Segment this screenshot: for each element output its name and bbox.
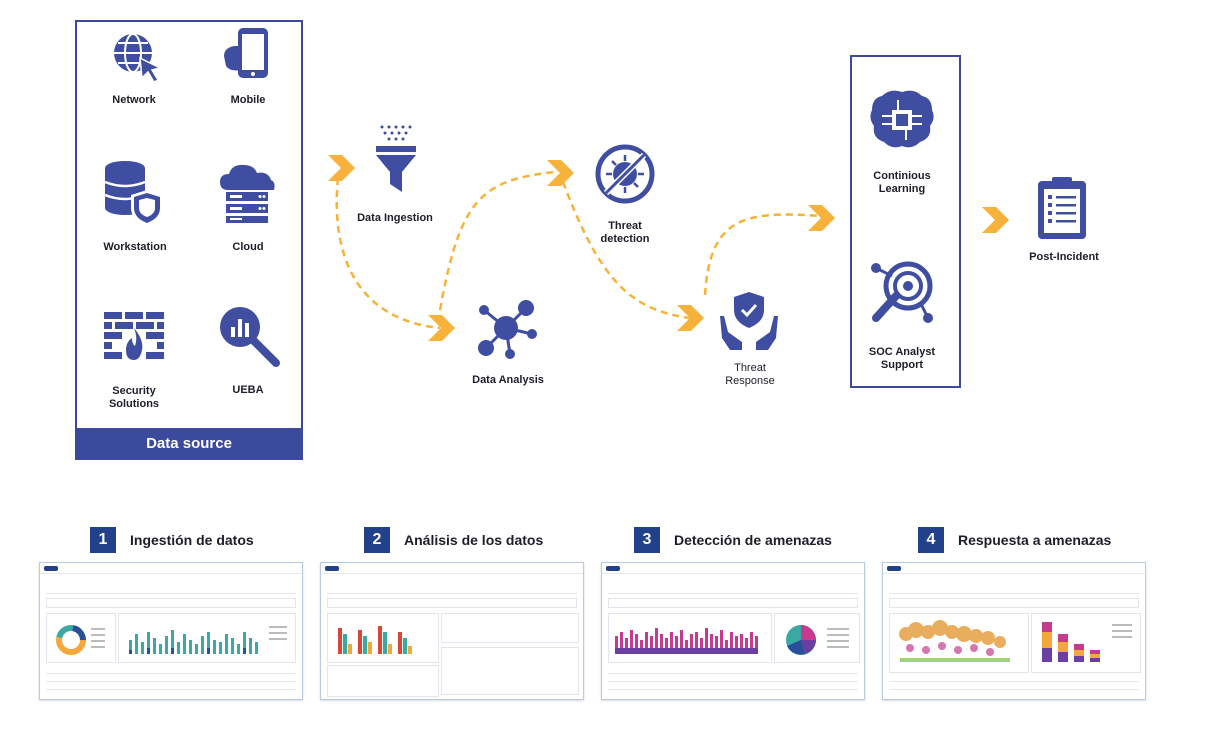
virus-blocked-icon (594, 143, 656, 205)
globe-cursor-icon (108, 28, 164, 84)
arrow-right-icon (328, 155, 355, 181)
connector-analysis-detection (438, 170, 556, 311)
step-2: 2 Análisis de los datos (364, 527, 543, 553)
screenshot-ingestion (39, 562, 303, 700)
pie-panel (774, 613, 860, 663)
screenshot-response (882, 562, 1146, 700)
mobile-phone-icon (220, 26, 276, 82)
bars-panel (118, 613, 296, 663)
funnel-icon (372, 124, 420, 194)
post-incident-label: Post-Incident (1029, 251, 1099, 263)
firewall-icon (102, 310, 166, 362)
step-label: Análisis de los datos (404, 532, 544, 548)
step-1: 1 Ingestión de datos (90, 527, 254, 553)
step-number: 2 (364, 527, 390, 553)
step-number: 3 (634, 527, 660, 553)
data-analysis-label: Data Analysis (472, 374, 544, 386)
step-number: 1 (90, 527, 116, 553)
connector-ingestion-analysis (335, 177, 441, 330)
connector-response-learning (703, 213, 821, 296)
arrow-right-icon (808, 205, 835, 231)
target-magnifier-icon (866, 258, 938, 326)
cloud-label: Cloud (232, 241, 264, 253)
screenshot-detection (601, 562, 865, 700)
screenshot-analysis (320, 562, 584, 700)
soc-box (850, 55, 961, 388)
data-source-footer: Data source (75, 428, 303, 460)
flow-connectors (335, 170, 821, 330)
clipboard-icon (1036, 175, 1088, 241)
step-number: 4 (918, 527, 944, 553)
events-chart-panel (608, 613, 772, 663)
grouped-bars-panel (327, 613, 439, 663)
hands-shield-icon (718, 288, 780, 350)
network-label: Network (112, 94, 156, 106)
donut-panel (46, 613, 116, 663)
cloud-server-icon (216, 162, 278, 224)
step-label: Respuesta a amenazas (958, 532, 1112, 548)
database-shield-icon (103, 160, 165, 226)
stacked-bars-panel (1031, 613, 1141, 673)
details-panel (441, 647, 579, 695)
step-label: Ingestión de datos (130, 532, 254, 548)
query-panel (441, 613, 579, 643)
workstation-label: Workstation (103, 241, 167, 253)
arrow-right-icon (982, 207, 1009, 233)
step-3: 3 Detección de amenazas (634, 527, 832, 553)
arrow-right-icon (677, 305, 704, 331)
arrow-right-icon (547, 160, 574, 186)
bubble-chart-panel (889, 613, 1029, 673)
arrow-right-icon (428, 315, 455, 341)
step-4: 4 Respuesta a amenazas (918, 527, 1111, 553)
mobile-label: Mobile (230, 94, 266, 106)
policies-panel (327, 665, 439, 697)
data-ingestion-label: Data Ingestion (357, 212, 433, 224)
network-nodes-icon (474, 298, 540, 360)
step-label: Detección de amenazas (674, 532, 832, 548)
brain-chip-icon (868, 88, 936, 152)
magnifier-chart-icon (218, 305, 280, 367)
ueba-label: UEBA (232, 384, 264, 396)
flow-arrows (328, 155, 1009, 341)
